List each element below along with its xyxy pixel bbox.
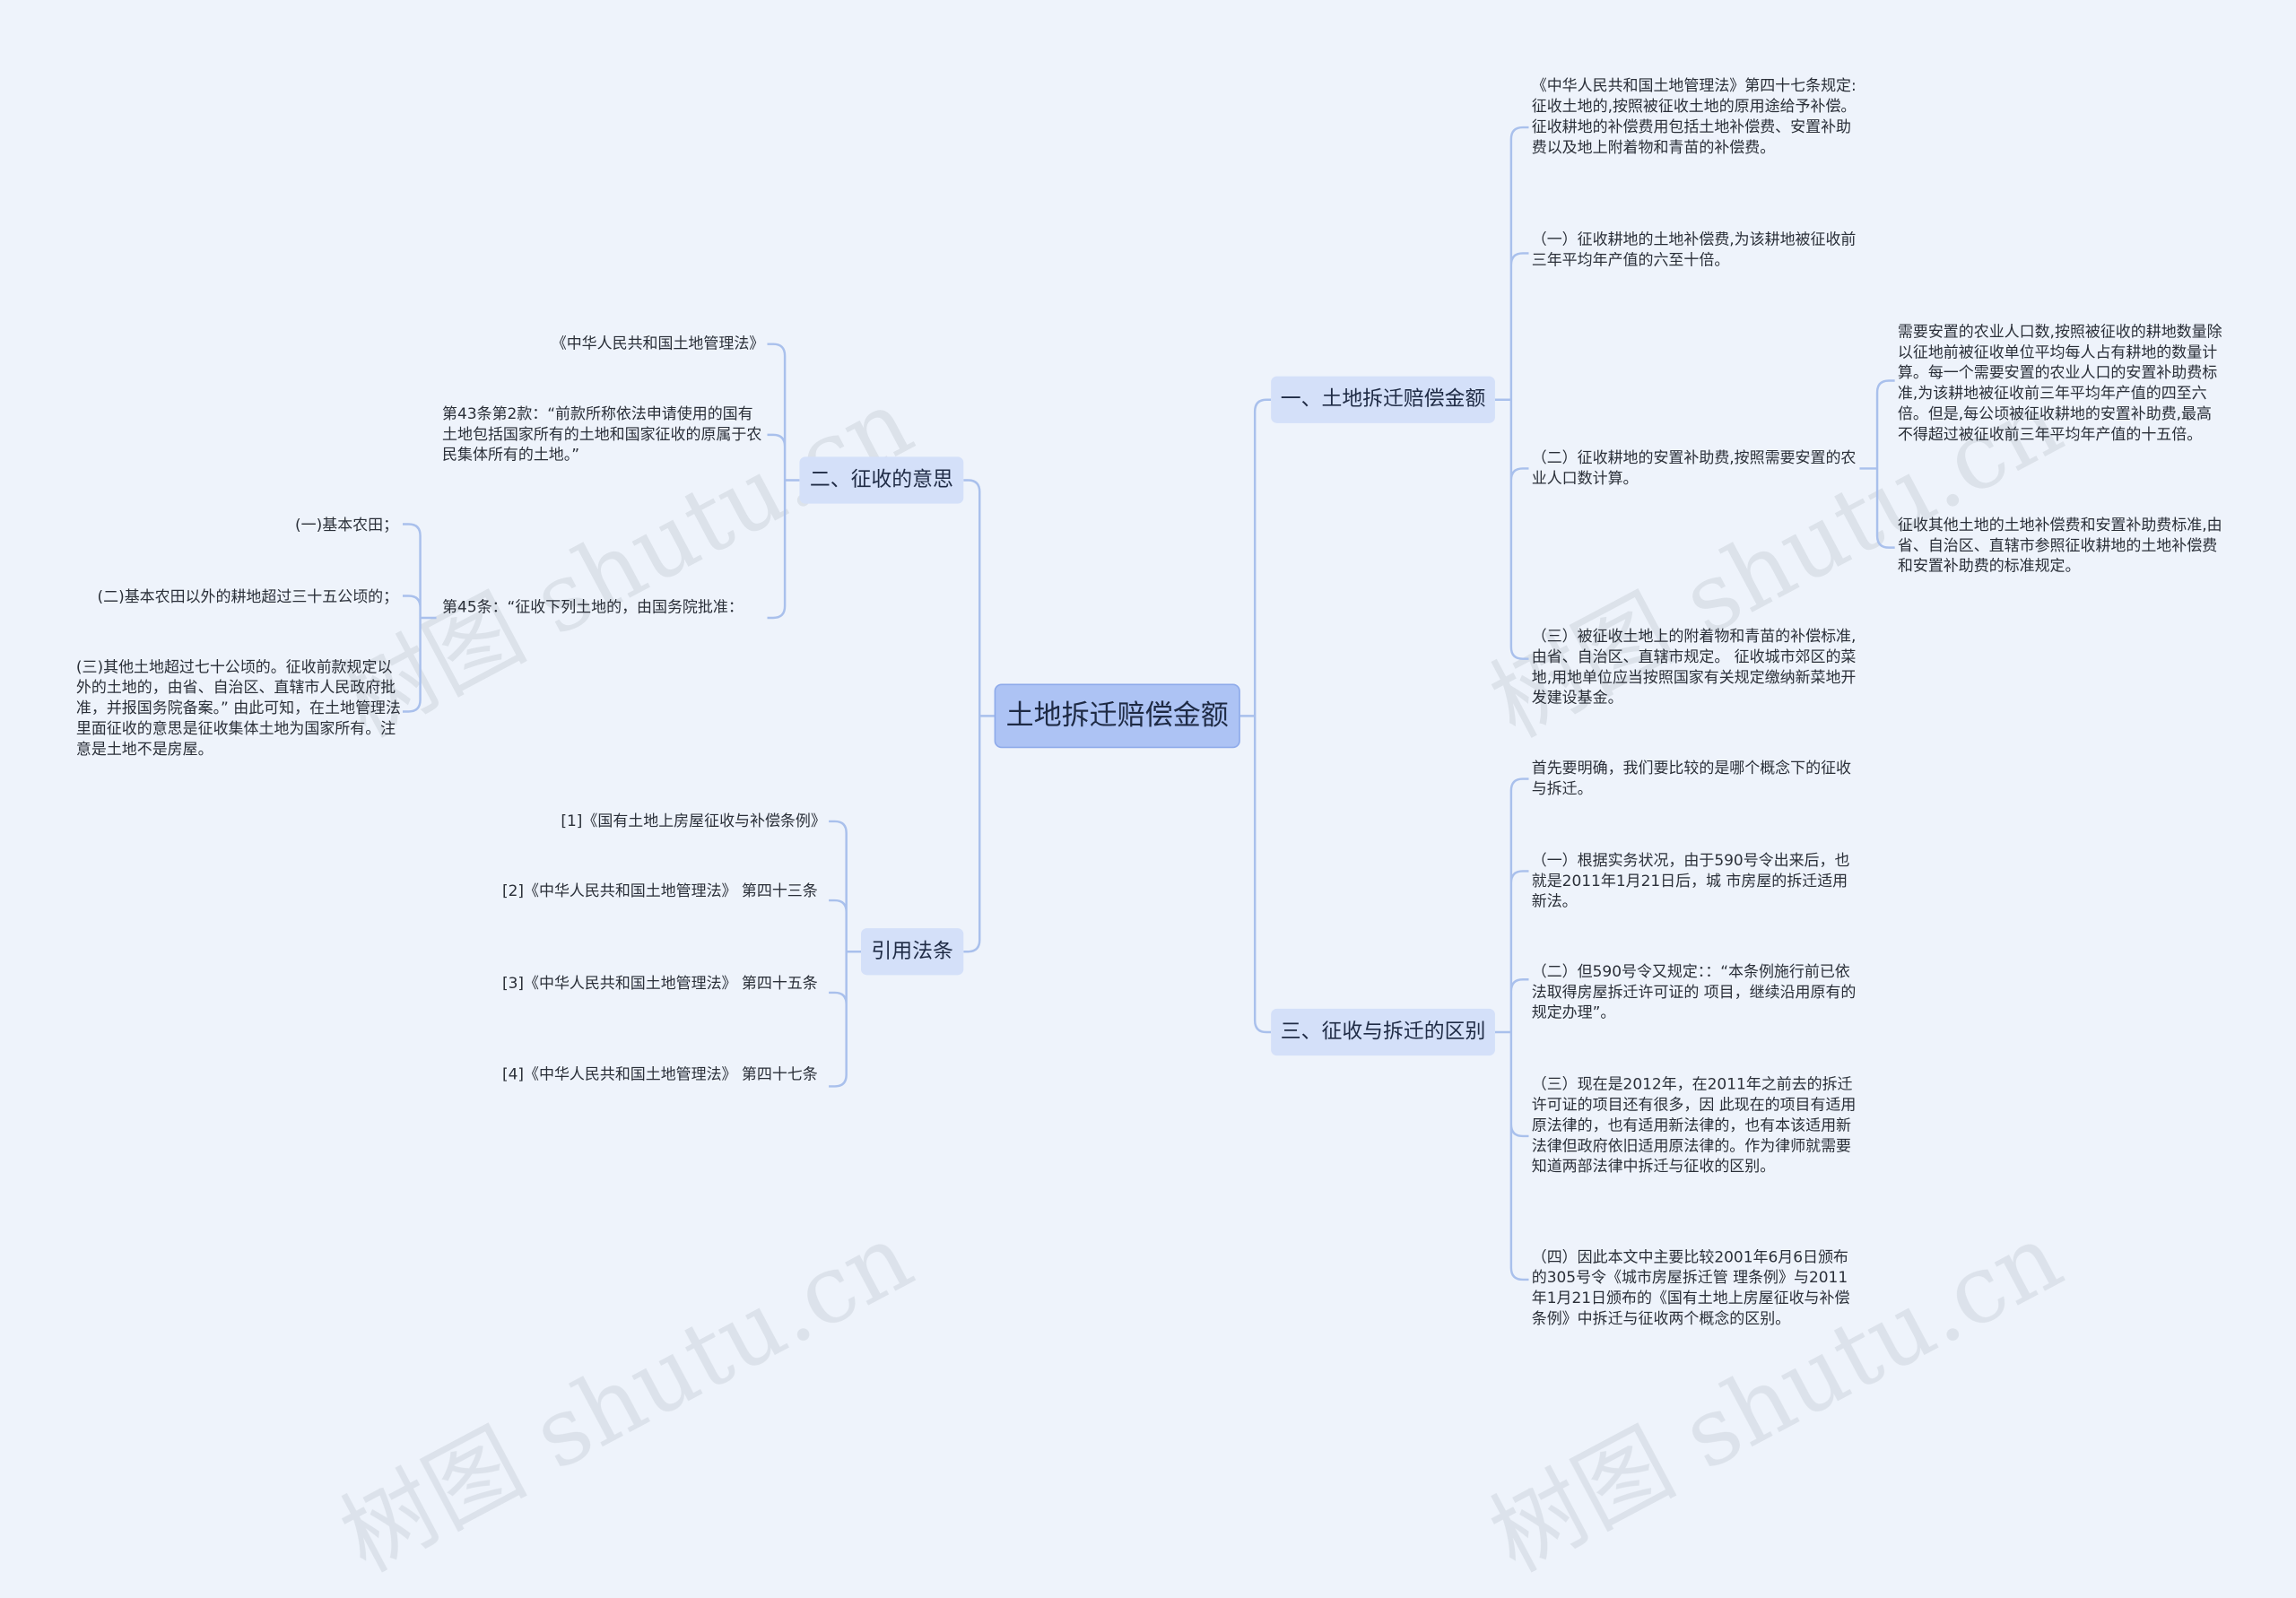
connector xyxy=(1494,777,1529,1281)
mindmap-canvas: 树图 shutu.cn 树图 shutu.cn 树图 shutu.cn 树图 s… xyxy=(75,77,2222,1594)
leaf-text: (二)基本农田以外的耕地超过三十五公顷的； xyxy=(97,588,399,606)
leaf-text: 第43条第2款：“前款所称依法申请使用的国有土地包括国家所有的土地和国家征收的原… xyxy=(442,405,762,465)
leaf-text: [1]《国有土地上房屋征收与补偿条例》 xyxy=(561,812,826,830)
connector xyxy=(963,479,995,953)
leaf-text: (一)基本农田； xyxy=(295,517,399,534)
leaf-text: （一）根据实务状况，由于590号令出来后，也就是2011年1月21日后，城 市房… xyxy=(1531,852,1850,911)
leaf-text: (三)其他土地超过七十公顷的。征收前款规定以外的土地的，由省、自治区、直辖市人民… xyxy=(75,658,401,759)
branch-expropriation-meaning[interactable]: 二、征收的意思 xyxy=(799,456,964,504)
connector xyxy=(402,523,437,713)
root-node[interactable]: 土地拆迁赔偿金额 xyxy=(994,683,1240,749)
leaf-text: [2]《中华人民共和国土地管理法》 第四十三条 xyxy=(501,882,818,901)
leaf-text: 第45条：“征收下列土地的，由国务院批准： xyxy=(442,598,744,617)
leaf-text: 《中华人民共和国土地管理法》第四十七条规定: 征收土地的,按照被征收土地的原用途… xyxy=(1531,77,1857,157)
connector-lines xyxy=(402,126,1895,1281)
leaf-text: （一）征收耕地的土地补偿费,为该耕地被征收前三年平均年产值的六至十倍。 xyxy=(1531,230,1857,270)
leaf-text: （二）但590号令又规定：：“本条例施行前已依法取得房屋拆迁许可证的 项目，继续… xyxy=(1531,963,1857,1022)
leaf-text: （三）现在是2012年，在2011年之前去的拆迁许可证的项目还有很多，因 此现在… xyxy=(1531,1075,1857,1177)
leaf-text: 征收其他土地的土地补偿费和安置补助费标准,由省、自治区、直辖市参照征收耕地的土地… xyxy=(1897,517,2222,576)
connector xyxy=(829,820,861,1088)
branch-cited-laws[interactable]: 引用法条 xyxy=(860,928,964,976)
leaf-text: （四）因此本文中主要比较2001年6月6日颁布的305号令《城市房屋拆迁管 理条… xyxy=(1531,1248,1850,1328)
leaf-text: （三）被征收土地上的附着物和青苗的补偿标准,由省、自治区、直辖市规定。 征收城市… xyxy=(1531,628,1857,708)
branch-difference[interactable]: 三、征收与拆迁的区别 xyxy=(1271,1008,1495,1056)
branch-land-compensation[interactable]: 一、土地拆迁赔偿金额 xyxy=(1271,376,1495,423)
leaf-text: [4]《中华人民共和国土地管理法》 第四十七条 xyxy=(501,1065,818,1084)
leaf-text: 《中华人民共和国土地管理法》 xyxy=(551,334,765,353)
leaf-text: （二）征收耕地的安置补助费,按照需要安置的农业人口数计算。 xyxy=(1531,449,1857,488)
leaf-text: 需要安置的农业人口数,按照被征收的耕地数量除以征地前被征收单位平均每人占有耕地的… xyxy=(1897,323,2222,444)
connector xyxy=(1859,379,1895,549)
connector xyxy=(1494,126,1529,660)
leaf-text: 首先要明确，我们要比较的是哪个概念下的征收与拆迁。 xyxy=(1531,760,1852,798)
connector xyxy=(767,343,800,620)
connector xyxy=(1239,398,1272,1034)
leaf-text: [3]《中华人民共和国土地管理法》 第四十五条 xyxy=(501,975,818,993)
